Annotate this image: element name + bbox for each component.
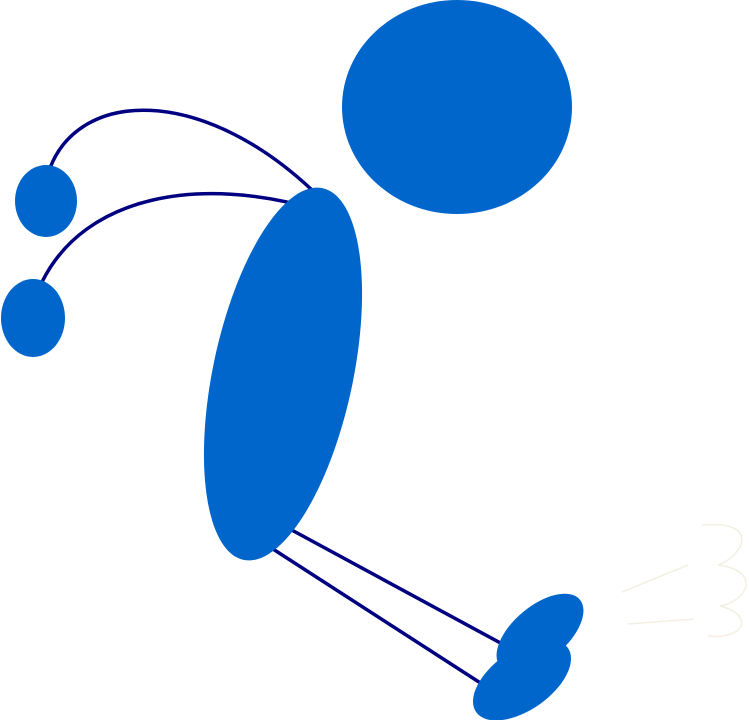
arm-upper [48, 108, 314, 192]
hand-lower [1, 279, 65, 357]
arm-lower [40, 191, 319, 283]
motion-line-lower [627, 618, 695, 625]
arms [40, 108, 319, 283]
leg-upper [287, 526, 507, 648]
foot-lower [473, 639, 571, 720]
legs [258, 526, 507, 686]
torso [203, 187, 363, 561]
motion-squiggle [701, 523, 747, 638]
leg-lower [258, 538, 483, 686]
motion-lines [621, 523, 747, 638]
hand-upper [15, 165, 77, 237]
motion-line-upper [621, 564, 689, 593]
head [342, 0, 572, 214]
